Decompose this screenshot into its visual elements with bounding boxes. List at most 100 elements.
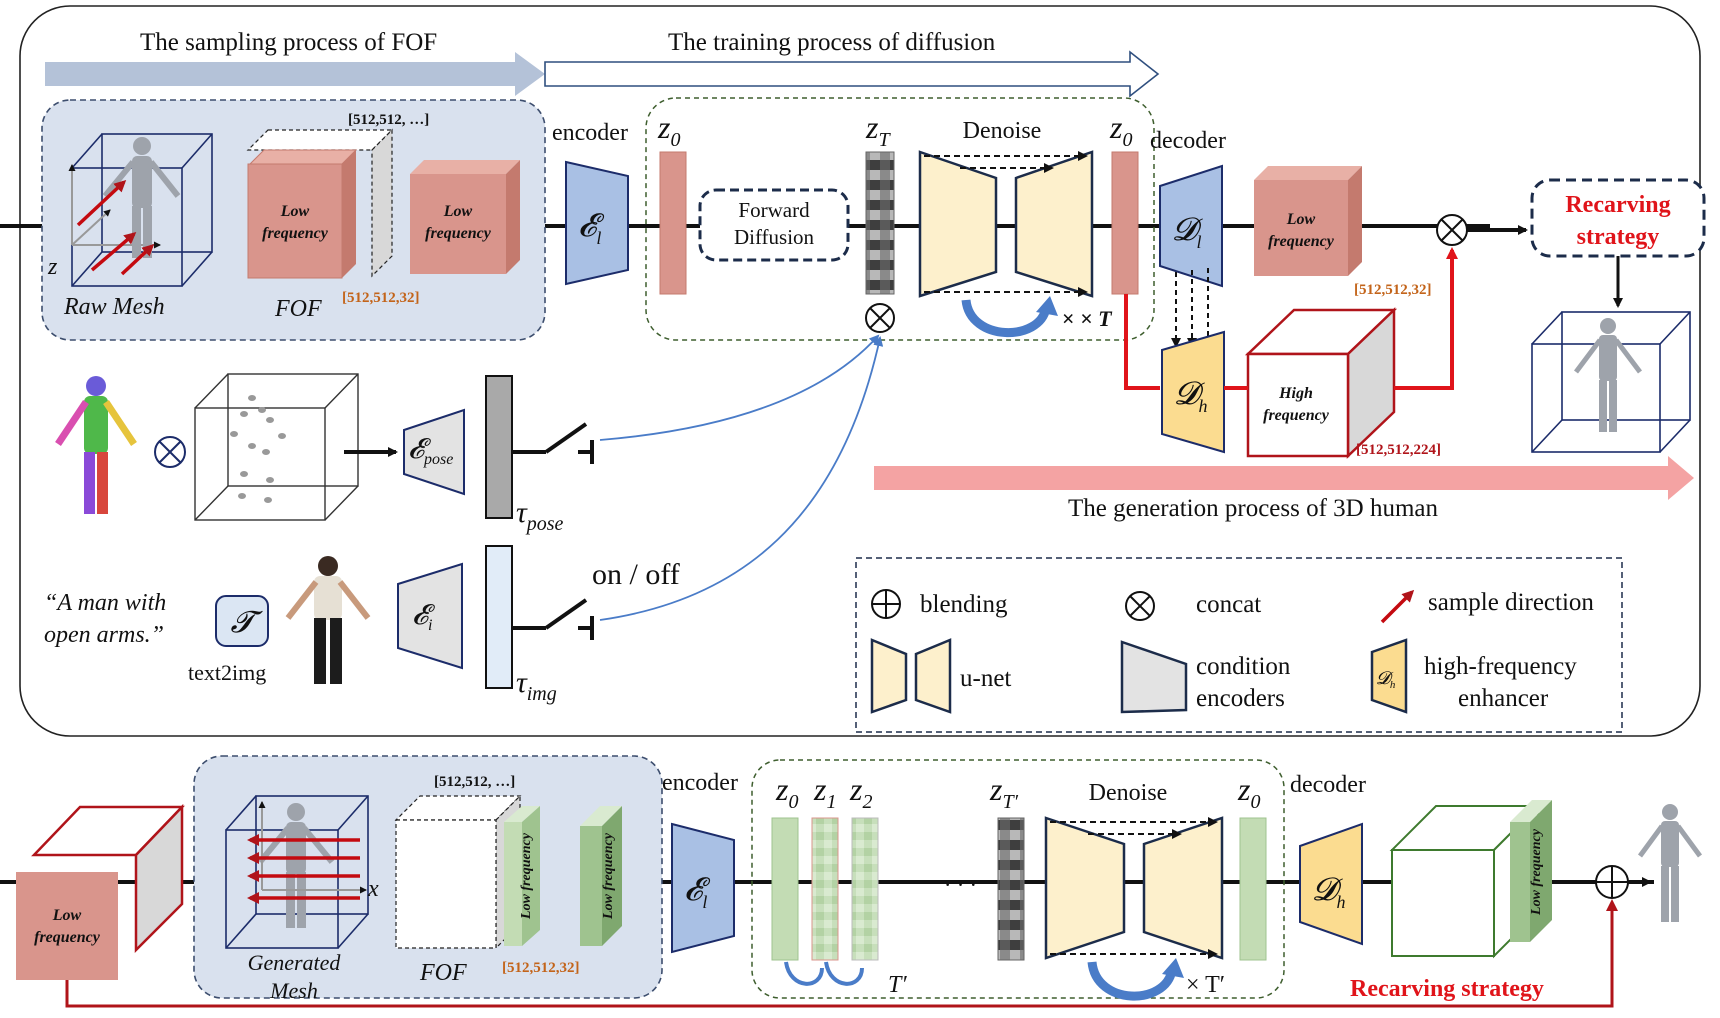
gen-mesh-line2: Mesh [269,978,318,1003]
bottom-low-freq-green [580,806,622,946]
legend-sample-direction: sample direction [1380,589,1594,624]
svg-text:concat: concat [1196,591,1261,618]
bz1-label: z1 [813,771,836,813]
legend-box [855,557,1623,733]
pose-to-concat-curve [599,334,880,441]
final-human-figure [1637,804,1703,922]
tau-img-embedding [485,545,513,689]
bottom-recarving-label: Recarving strategy [1350,976,1544,1002]
bz1-latent [811,817,839,961]
bzTp-noise-latent [997,817,1025,961]
decoder-to-dh-arrows [1171,268,1213,348]
bottom-loop-arrow [1087,961,1177,1001]
text2img-human [285,556,371,684]
gen-sample-arrows [247,834,360,904]
tau-img-label: τimg [516,666,557,705]
high-freq-dim: [512,512,224] [1356,442,1441,458]
bottom-fof-dim-32: [512,512,32] [502,960,580,976]
image-to-concat-curve [599,336,884,621]
z0-out-latent [1111,151,1139,295]
training-arrow [544,50,1160,98]
svg-text:encoders: encoders [1196,685,1285,712]
training-label: The training process of diffusion [668,29,996,56]
fof-dim-dots: [512,512, …] [348,112,429,128]
forward-diffusion-box [698,188,850,262]
prompt-line2: open arms.” [44,622,164,648]
bottom-fof-dim-dots: [512,512, …] [434,774,515,790]
bz0-label: z0 [775,771,798,813]
axis-z-label: z [47,254,58,280]
pose-switch[interactable] [512,422,594,464]
high-freq-cube [1244,307,1398,459]
bz2-latent [851,817,879,961]
tau-pose-label: τpose [516,496,564,535]
pose-encoder-shape [403,408,465,496]
denoise-loop-arrow [961,299,1051,338]
bottom-output-low-freq: Low frequency [1529,828,1544,916]
generation-label: The generation process of 3D human [1068,495,1439,522]
legend-concat: concat [1125,591,1261,621]
prompt-line1: “A man with [44,590,166,616]
zT-label: zT [865,109,891,151]
z0-label: z0 [657,109,680,151]
ellipsis: · · · [944,872,977,897]
encoder-shape [565,160,629,286]
times-T-label: × × T [1062,306,1113,331]
pose-points-cube [194,373,359,521]
svg-text:condition: condition [1196,653,1291,680]
svg-text:enhancer: enhancer [1458,685,1549,712]
bzTp-label: zT′ [989,771,1019,813]
recarving-line2: strategy [1577,224,1660,250]
times-Tp-label: × T′ [1186,972,1225,998]
pose-keypoints [230,395,286,503]
svg-text:𝓓h: 𝓓h [1376,668,1396,691]
bottom-low-freq-green-text: Low frequency [601,832,616,920]
svg-text:sample direction: sample direction [1428,589,1594,616]
on-off-label: on / off [592,558,680,591]
legend-blending: blending [871,589,1008,619]
bz0b-label: z0 [1237,771,1260,813]
bottom-denoise-label: Denoise [1089,780,1168,806]
gen-mesh-line1: Generated [248,950,342,975]
bottom-fof-stack [394,794,540,950]
low-freq-cube-2 [410,160,520,274]
bottom-decoder-label: decoder [1290,772,1366,798]
bz0-latent [771,817,799,961]
svg-text:u-net: u-net [960,665,1011,692]
bottom-recarving-path [65,899,1618,1008]
bottom-fof-label: FOF [419,960,467,986]
decoder-label: decoder [1150,128,1226,154]
image-switch[interactable] [512,598,594,640]
forward-diffusion-line2: Diffusion [734,225,815,249]
generation-arrow [874,456,1694,500]
bottom-unet-dec [1142,816,1224,960]
bottom-input-cube [16,803,185,980]
forward-diffusion-line1: Forward [738,198,810,222]
bottom-encoder-shape [671,822,735,954]
training-region [645,97,1155,341]
bottom-encoder-label: encoder [662,770,738,796]
recarving-box [1530,178,1706,258]
tau-pose-embedding [485,375,513,519]
sample-direction-arrows [76,179,155,276]
bottom-dh-shape [1299,822,1363,946]
unet-decoder-half [1014,150,1094,298]
z0-latent [659,151,687,295]
output-human-figure [1574,318,1642,432]
legend-unet: u-net [870,638,1011,714]
recarving-line1: Recarving [1565,192,1670,218]
z0-to-dh-red-path [1124,294,1160,390]
bottom-denoise-region [751,759,1285,999]
legend-condition-encoders: condition encoders [1120,640,1291,714]
encoder-label: encoder [552,120,628,146]
text2img-label: text2img [188,660,266,685]
dh-shape [1161,330,1225,454]
fof-stack [246,128,394,279]
raw-human-figure [102,137,181,258]
zT-noise-latent [865,151,895,295]
